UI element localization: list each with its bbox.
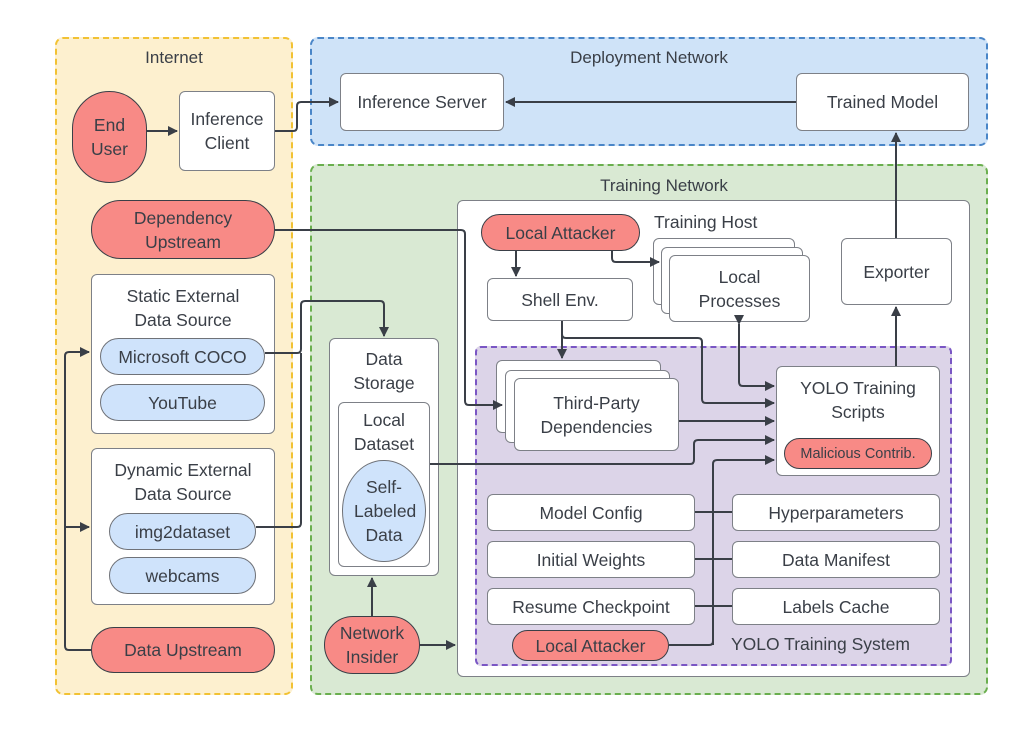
local-attacker-bottom-node[interactable]: Local Attacker xyxy=(512,630,669,661)
youtube-label: YouTube xyxy=(148,392,217,413)
dependency-upstream-label: Dependency Upstream xyxy=(133,207,233,252)
local-processes-node[interactable]: Local Processes xyxy=(669,255,810,322)
initial-weights-node[interactable]: Initial Weights xyxy=(487,541,695,578)
microsoft-coco-label: Microsoft COCO xyxy=(118,346,247,367)
dependency-upstream-node[interactable]: Dependency Upstream xyxy=(91,200,275,259)
network-insider-label: Network Insider xyxy=(339,623,405,667)
shell-env-label: Shell Env. xyxy=(521,289,599,310)
third-party-dependencies-node[interactable]: Third-Party Dependencies xyxy=(514,378,679,451)
dynamic-source-title: Dynamic External Data Source xyxy=(114,460,252,504)
data-source-webcams[interactable]: webcams xyxy=(109,557,256,594)
trained-model-node[interactable]: Trained Model xyxy=(796,73,969,131)
local-processes-label: Local Processes xyxy=(698,266,781,311)
exporter-label: Exporter xyxy=(863,261,930,282)
data-manifest-node[interactable]: Data Manifest xyxy=(732,541,940,578)
data-upstream-node[interactable]: Data Upstream xyxy=(91,627,275,673)
third-party-dependencies-label: Third-Party Dependencies xyxy=(540,392,653,437)
local-attacker-bottom-label: Local Attacker xyxy=(535,635,646,656)
local-dataset-title: Local Dataset xyxy=(353,410,415,454)
data-source-img2dataset[interactable]: img2dataset xyxy=(109,513,256,550)
data-source-youtube[interactable]: YouTube xyxy=(100,384,265,421)
model-config-label: Model Config xyxy=(539,502,643,523)
initial-weights-label: Initial Weights xyxy=(536,549,646,570)
model-config-node[interactable]: Model Config xyxy=(487,494,695,531)
resume-checkpoint-node[interactable]: Resume Checkpoint xyxy=(487,588,695,625)
hyperparameters-label: Hyperparameters xyxy=(768,502,904,523)
labels-cache-node[interactable]: Labels Cache xyxy=(732,588,940,625)
local-attacker-top-label: Local Attacker xyxy=(505,222,616,243)
end-user-node[interactable]: End User xyxy=(72,91,147,183)
training-host-title: Training Host xyxy=(654,212,758,232)
data-upstream-label: Data Upstream xyxy=(124,640,242,660)
self-labeled-data-node[interactable]: Self-Labeled Data xyxy=(342,460,426,562)
malicious-contrib-node[interactable]: Malicious Contrib. xyxy=(784,438,932,469)
network-insider-node[interactable]: Network Insider xyxy=(324,616,420,674)
local-attacker-top-node[interactable]: Local Attacker xyxy=(481,214,640,251)
inference-server-label: Inference Server xyxy=(357,92,487,112)
yolo-training-scripts-label: YOLO Training Scripts xyxy=(800,378,916,422)
resume-checkpoint-label: Resume Checkpoint xyxy=(512,596,670,617)
data-storage-title: Data Storage xyxy=(353,349,415,393)
end-user-label: End User xyxy=(91,115,128,159)
shell-env-node[interactable]: Shell Env. xyxy=(487,278,633,321)
data-manifest-label: Data Manifest xyxy=(782,549,890,570)
labels-cache-label: Labels Cache xyxy=(782,596,890,617)
inference-server-node[interactable]: Inference Server xyxy=(340,73,504,131)
data-source-microsoft-coco[interactable]: Microsoft COCO xyxy=(100,338,265,375)
exporter-node[interactable]: Exporter xyxy=(841,238,952,305)
deployment-network-title: Deployment Network xyxy=(570,48,728,67)
malicious-contrib-label: Malicious Contrib. xyxy=(800,445,916,462)
img2dataset-label: img2dataset xyxy=(134,521,231,542)
self-labeled-data-label: Self-Labeled Data xyxy=(354,477,417,545)
webcams-label: webcams xyxy=(145,565,220,586)
internet-zone-title: Internet xyxy=(145,48,203,67)
hyperparameters-node[interactable]: Hyperparameters xyxy=(732,494,940,531)
inference-client-label: Inference Client xyxy=(190,109,264,153)
yolo-training-system-title: YOLO Training System xyxy=(731,634,910,654)
training-network-title: Training Network xyxy=(600,176,728,195)
inference-client-node[interactable]: Inference Client xyxy=(179,91,275,171)
trained-model-label: Trained Model xyxy=(826,92,939,112)
static-source-title: Static External Data Source xyxy=(126,286,240,330)
